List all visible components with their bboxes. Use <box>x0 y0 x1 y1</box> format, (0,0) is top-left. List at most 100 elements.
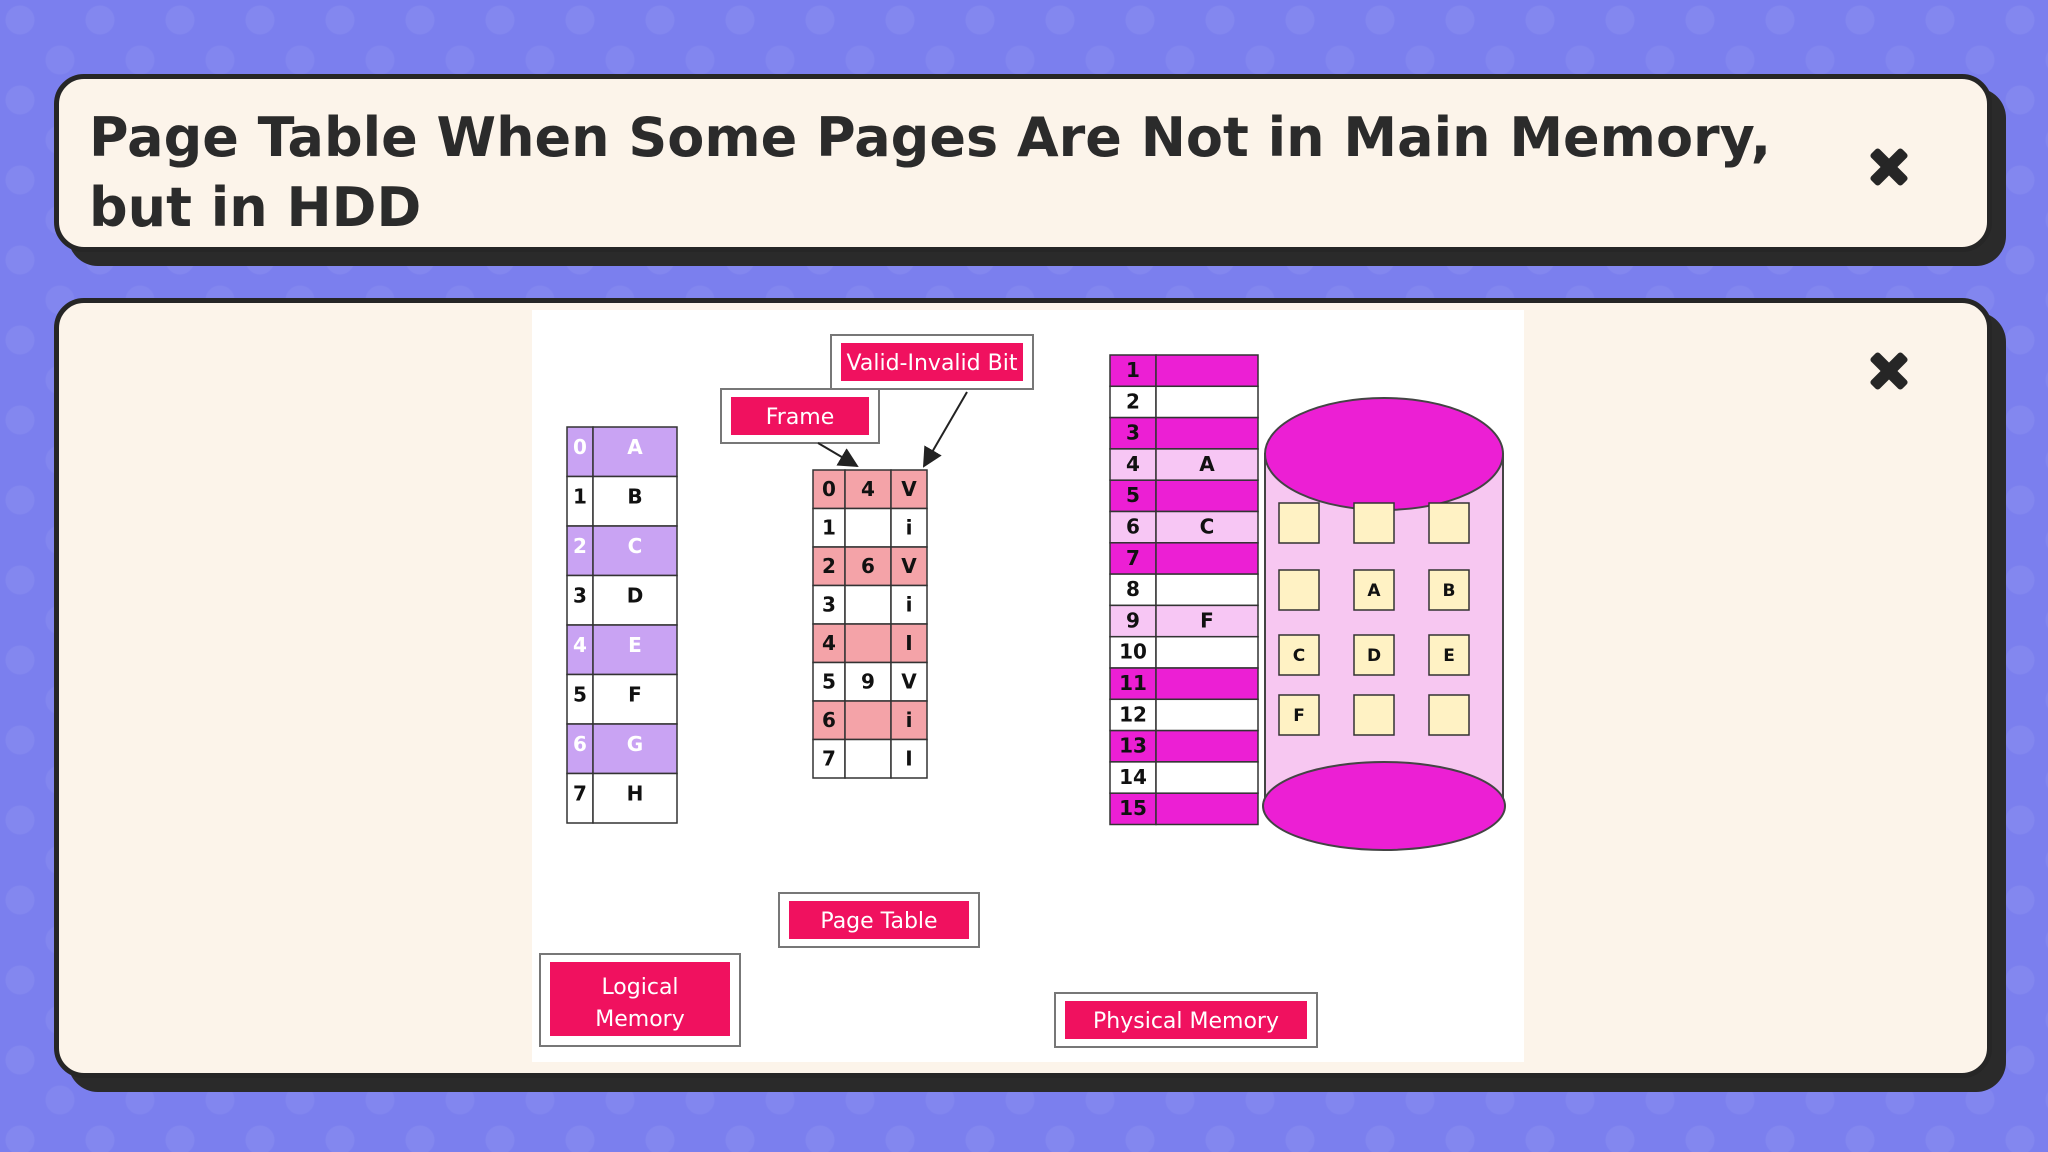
physical-row: 2 <box>1109 385 1259 419</box>
physical-row: 3 <box>1109 416 1259 450</box>
hdd-top <box>1264 397 1504 511</box>
physical-frame-number: 12 <box>1119 702 1147 726</box>
hdd-block: F <box>1278 694 1320 736</box>
physical-frame-cell <box>1109 542 1157 575</box>
hdd-block <box>1428 694 1470 736</box>
physical-frame-number: 5 <box>1126 483 1140 507</box>
hdd-block <box>1278 569 1320 611</box>
page-number: 7 <box>822 747 836 771</box>
valid-invalid-callout: Valid-Invalid Bit <box>830 334 1034 390</box>
logical-value-cell <box>592 574 678 626</box>
physical-memory-caption: Physical Memory <box>1054 992 1318 1048</box>
physical-content-cell <box>1155 573 1259 607</box>
hdd-bottom <box>1262 761 1506 851</box>
hdd-block: B <box>1428 569 1470 611</box>
hdd-block-box <box>1278 502 1320 544</box>
page-number-cell <box>812 738 846 779</box>
physical-row: 5 <box>1109 479 1259 513</box>
valid-bit-cell <box>890 738 928 779</box>
physical-frame-cell <box>1109 479 1157 513</box>
physical-frame-number: 3 <box>1126 421 1140 445</box>
logical-caption-line2: Memory <box>595 1007 684 1032</box>
valid-invalid-callout-text: Valid-Invalid Bit <box>847 351 1018 376</box>
physical-content-cell <box>1155 761 1259 794</box>
close-icon[interactable] <box>1865 347 1913 395</box>
physical-row: 14 <box>1109 761 1259 794</box>
page-number-cell <box>812 469 846 510</box>
page-number-cell <box>812 546 846 587</box>
logical-index: 2 <box>573 534 587 558</box>
physical-frame-cell <box>1109 792 1157 826</box>
page-number: 5 <box>822 670 836 694</box>
physical-row: 11 <box>1109 667 1259 701</box>
physical-frame-number: 11 <box>1119 671 1147 695</box>
page-number: 0 <box>822 477 836 501</box>
close-icon[interactable] <box>1865 143 1913 191</box>
physical-frame-number: 2 <box>1126 389 1140 413</box>
frame-callout-text: Frame <box>766 405 835 430</box>
logical-value: E <box>628 633 642 657</box>
logical-index-cell <box>566 475 594 527</box>
logical-index: 1 <box>573 485 587 509</box>
hdd-block-box <box>1353 694 1395 736</box>
physical-frame-number: 7 <box>1126 546 1140 570</box>
frame-number: 4 <box>861 477 875 501</box>
physical-row: 7 <box>1109 542 1259 575</box>
physical-frame-cell <box>1109 385 1157 419</box>
physical-row: 10 <box>1109 635 1259 669</box>
frame-callout: Frame <box>720 388 880 444</box>
title-card: Page Table When Some Pages Are Not in Ma… <box>54 74 1992 252</box>
valid-bit: V <box>901 670 917 694</box>
physical-caption-text: Physical Memory <box>1093 1009 1279 1034</box>
hdd-block-box <box>1353 634 1395 676</box>
page-number: 6 <box>822 708 836 732</box>
valid-bit-cell <box>890 661 928 702</box>
hdd-block-box <box>1428 634 1470 676</box>
page-number: 1 <box>822 516 836 540</box>
physical-row: 8 <box>1109 573 1259 607</box>
page-table-caption: Page Table <box>778 892 980 948</box>
page-number-cell <box>812 623 846 664</box>
frame-number-cell <box>844 584 892 625</box>
physical-frame-number: 13 <box>1119 734 1147 758</box>
valid-bit-cell <box>890 546 928 587</box>
hdd-block: C <box>1278 634 1320 676</box>
logical-index-cell <box>566 426 594 478</box>
logical-value-cell <box>592 426 678 478</box>
hdd-block-box <box>1428 502 1470 544</box>
physical-frame-number: 1 <box>1126 358 1140 382</box>
valid-invalid-arrow <box>922 391 968 468</box>
physical-row: 1 <box>1109 354 1259 388</box>
page-number: 2 <box>822 554 836 578</box>
logical-value: H <box>627 782 644 806</box>
physical-content-cell <box>1155 448 1259 481</box>
physical-content-cell <box>1155 698 1259 732</box>
valid-bit: V <box>901 477 917 501</box>
hdd-block: E <box>1428 634 1470 676</box>
valid-bit: I <box>905 631 912 655</box>
frame-arrow <box>817 442 859 468</box>
logical-value-cell <box>592 772 678 824</box>
frame-number-cell <box>844 700 892 741</box>
physical-row: 13 <box>1109 729 1259 763</box>
physical-content-cell <box>1155 542 1259 575</box>
logical-index: 3 <box>573 584 587 608</box>
hdd-block-label: E <box>1443 646 1455 666</box>
logical-value: A <box>627 435 643 459</box>
frame-number-cell <box>844 507 892 548</box>
valid-bit: i <box>906 708 913 732</box>
logical-value-cell <box>592 624 678 676</box>
